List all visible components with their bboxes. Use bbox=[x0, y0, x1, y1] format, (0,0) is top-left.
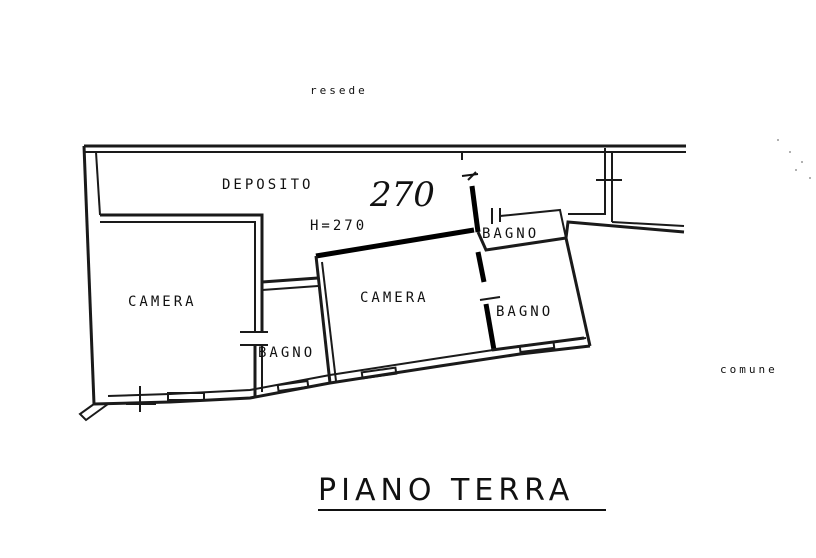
label-bagno-right: BAGNO bbox=[496, 304, 553, 320]
windows bbox=[167, 340, 556, 401]
label-bagno-left: BAGNO bbox=[258, 345, 315, 361]
label-deposito: DEPOSITO bbox=[222, 177, 313, 193]
handwritten-mark bbox=[461, 173, 479, 177]
label-height: H=270 bbox=[310, 218, 367, 234]
label-camera-center: CAMERA bbox=[360, 290, 429, 306]
entrance-steps bbox=[78, 386, 156, 422]
handwritten-height: 270 bbox=[369, 175, 435, 215]
label-bagno-top: BAGNO bbox=[482, 226, 539, 242]
label-comune: comune bbox=[720, 363, 778, 376]
label-resede: resede bbox=[310, 84, 368, 97]
scan-specks bbox=[777, 139, 811, 179]
plan-title: PIANO TERRA bbox=[318, 473, 574, 508]
label-camera-left: CAMERA bbox=[128, 294, 197, 310]
interior-walls bbox=[100, 152, 585, 396]
